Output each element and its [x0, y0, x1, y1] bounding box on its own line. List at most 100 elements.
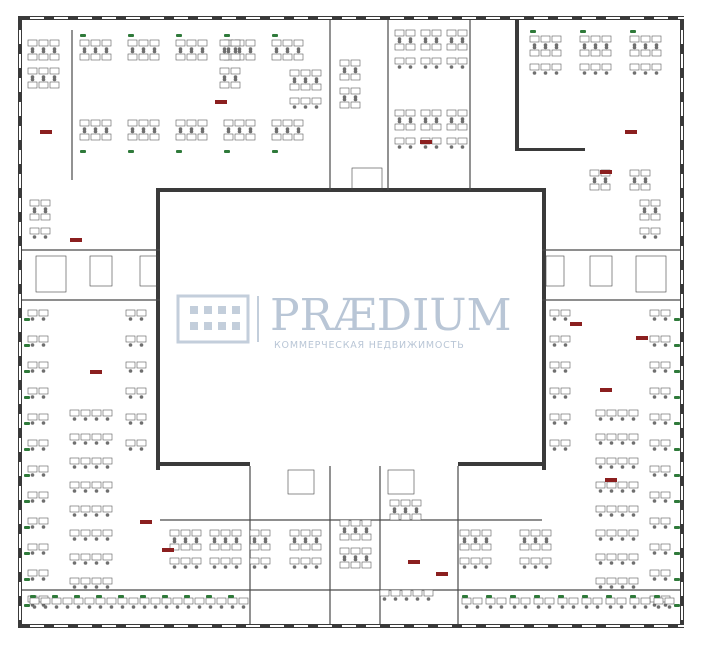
window	[630, 625, 644, 627]
chair	[598, 441, 603, 445]
desk	[197, 133, 208, 141]
chair	[186, 605, 191, 609]
desk	[91, 409, 102, 417]
chair	[178, 47, 183, 51]
chair	[94, 417, 99, 421]
desk	[339, 73, 350, 81]
chair	[93, 47, 98, 51]
desk	[361, 533, 372, 541]
chair	[32, 207, 37, 211]
desk	[459, 557, 470, 565]
chair	[632, 45, 637, 50]
desk	[234, 133, 245, 141]
plant	[24, 396, 30, 399]
desk	[84, 597, 95, 605]
plant	[674, 396, 680, 399]
chair	[609, 561, 614, 565]
window	[681, 606, 683, 620]
desk	[509, 597, 520, 605]
chair	[248, 127, 253, 131]
chair	[364, 557, 369, 562]
room-label	[420, 140, 432, 144]
desk	[540, 63, 551, 71]
plant	[530, 30, 536, 33]
chair	[226, 127, 231, 131]
plant	[630, 595, 636, 598]
chair	[237, 127, 242, 131]
desk	[544, 597, 555, 605]
desk	[431, 29, 442, 37]
desk	[431, 109, 442, 117]
chair	[582, 45, 587, 50]
desk	[102, 577, 113, 585]
desk	[605, 597, 616, 605]
desk	[470, 529, 481, 537]
window	[681, 270, 683, 284]
chair	[533, 565, 538, 569]
chair	[314, 539, 319, 544]
chair	[314, 79, 319, 84]
chair	[631, 489, 636, 493]
desk	[629, 63, 640, 71]
chair	[620, 489, 625, 493]
chair	[189, 127, 194, 131]
plant	[52, 595, 58, 598]
chair	[30, 343, 35, 347]
desk	[423, 589, 434, 597]
desk	[209, 557, 220, 565]
plant	[674, 370, 680, 373]
desk	[161, 597, 172, 605]
chair	[52, 77, 57, 82]
desk	[102, 553, 113, 561]
desk	[127, 119, 138, 127]
chair	[41, 447, 46, 451]
desk	[519, 529, 530, 537]
chair	[30, 395, 35, 399]
chair	[93, 127, 98, 131]
desk	[496, 597, 507, 605]
chair	[342, 529, 347, 534]
desk	[339, 59, 350, 67]
chair	[423, 119, 428, 124]
chair	[554, 43, 559, 47]
plant	[654, 595, 660, 598]
chair	[397, 145, 402, 149]
desk	[640, 169, 651, 177]
window	[681, 582, 683, 596]
chair	[43, 235, 48, 239]
plant	[128, 150, 134, 153]
chair	[32, 605, 37, 609]
desk	[649, 387, 660, 395]
chair	[554, 71, 559, 75]
chair	[631, 561, 636, 565]
desk	[91, 457, 102, 465]
desk	[27, 387, 38, 395]
desk	[80, 433, 91, 441]
desk	[660, 413, 671, 421]
desk	[150, 597, 161, 605]
desk	[101, 53, 112, 61]
desk	[125, 387, 136, 395]
window	[19, 414, 21, 428]
chair	[642, 209, 647, 214]
desk	[223, 133, 234, 141]
chair	[652, 395, 657, 399]
desk	[136, 413, 147, 421]
chair	[620, 417, 625, 421]
chair	[342, 69, 347, 74]
desk	[91, 481, 102, 489]
chair	[408, 145, 413, 149]
desk	[79, 39, 90, 47]
desk	[80, 505, 91, 513]
window	[19, 54, 21, 68]
chair	[499, 605, 504, 609]
desk	[400, 513, 411, 521]
window	[438, 17, 452, 19]
chair	[342, 527, 347, 531]
chair	[643, 45, 648, 50]
desk	[106, 597, 117, 605]
chair	[128, 343, 133, 347]
chair	[183, 565, 188, 569]
plant	[176, 150, 182, 153]
chair	[200, 129, 205, 134]
